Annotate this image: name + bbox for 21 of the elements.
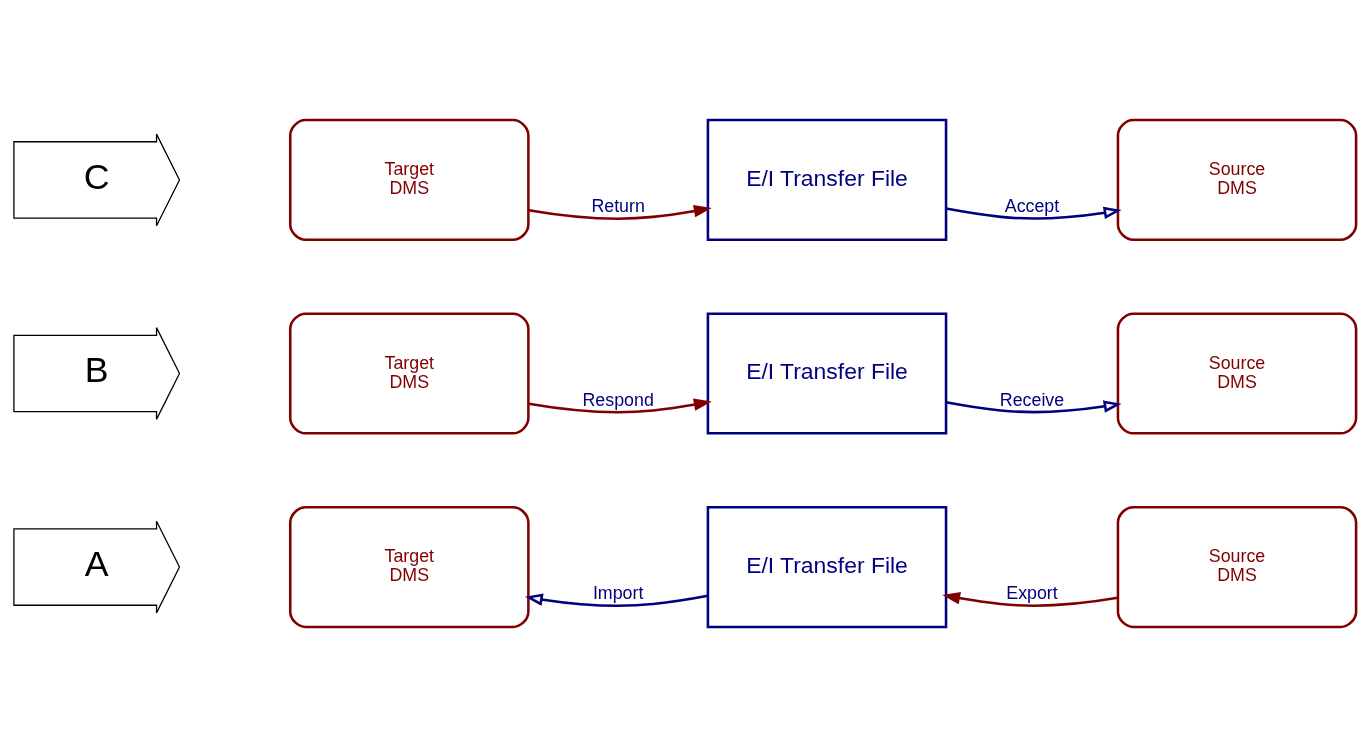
edge-label: Receive xyxy=(999,389,1065,410)
arrow xyxy=(528,204,712,220)
node-box: Source DMS xyxy=(1116,505,1358,628)
edge-label: Import xyxy=(592,582,644,603)
arrow xyxy=(945,206,1122,220)
edge-label: Accept xyxy=(1004,195,1060,216)
node-box: Target DMS xyxy=(288,505,530,628)
arrow xyxy=(942,591,1118,607)
node-box: Source DMS xyxy=(1116,118,1358,241)
node-box: Source DMS xyxy=(1116,311,1358,435)
node-box: E/I Transfer File xyxy=(706,118,948,241)
node-box: E/I Transfer File xyxy=(706,505,948,628)
edge-label: Export xyxy=(1006,582,1058,603)
node-box: Target DMS xyxy=(288,311,530,435)
edge-label: Return xyxy=(591,195,645,216)
node-box: Target DMS xyxy=(288,118,530,241)
arrow xyxy=(524,592,709,607)
arrow xyxy=(945,399,1122,413)
node-box: E/I Transfer File xyxy=(706,311,948,435)
arrow xyxy=(528,398,712,413)
edge-label: Respond xyxy=(582,389,654,410)
